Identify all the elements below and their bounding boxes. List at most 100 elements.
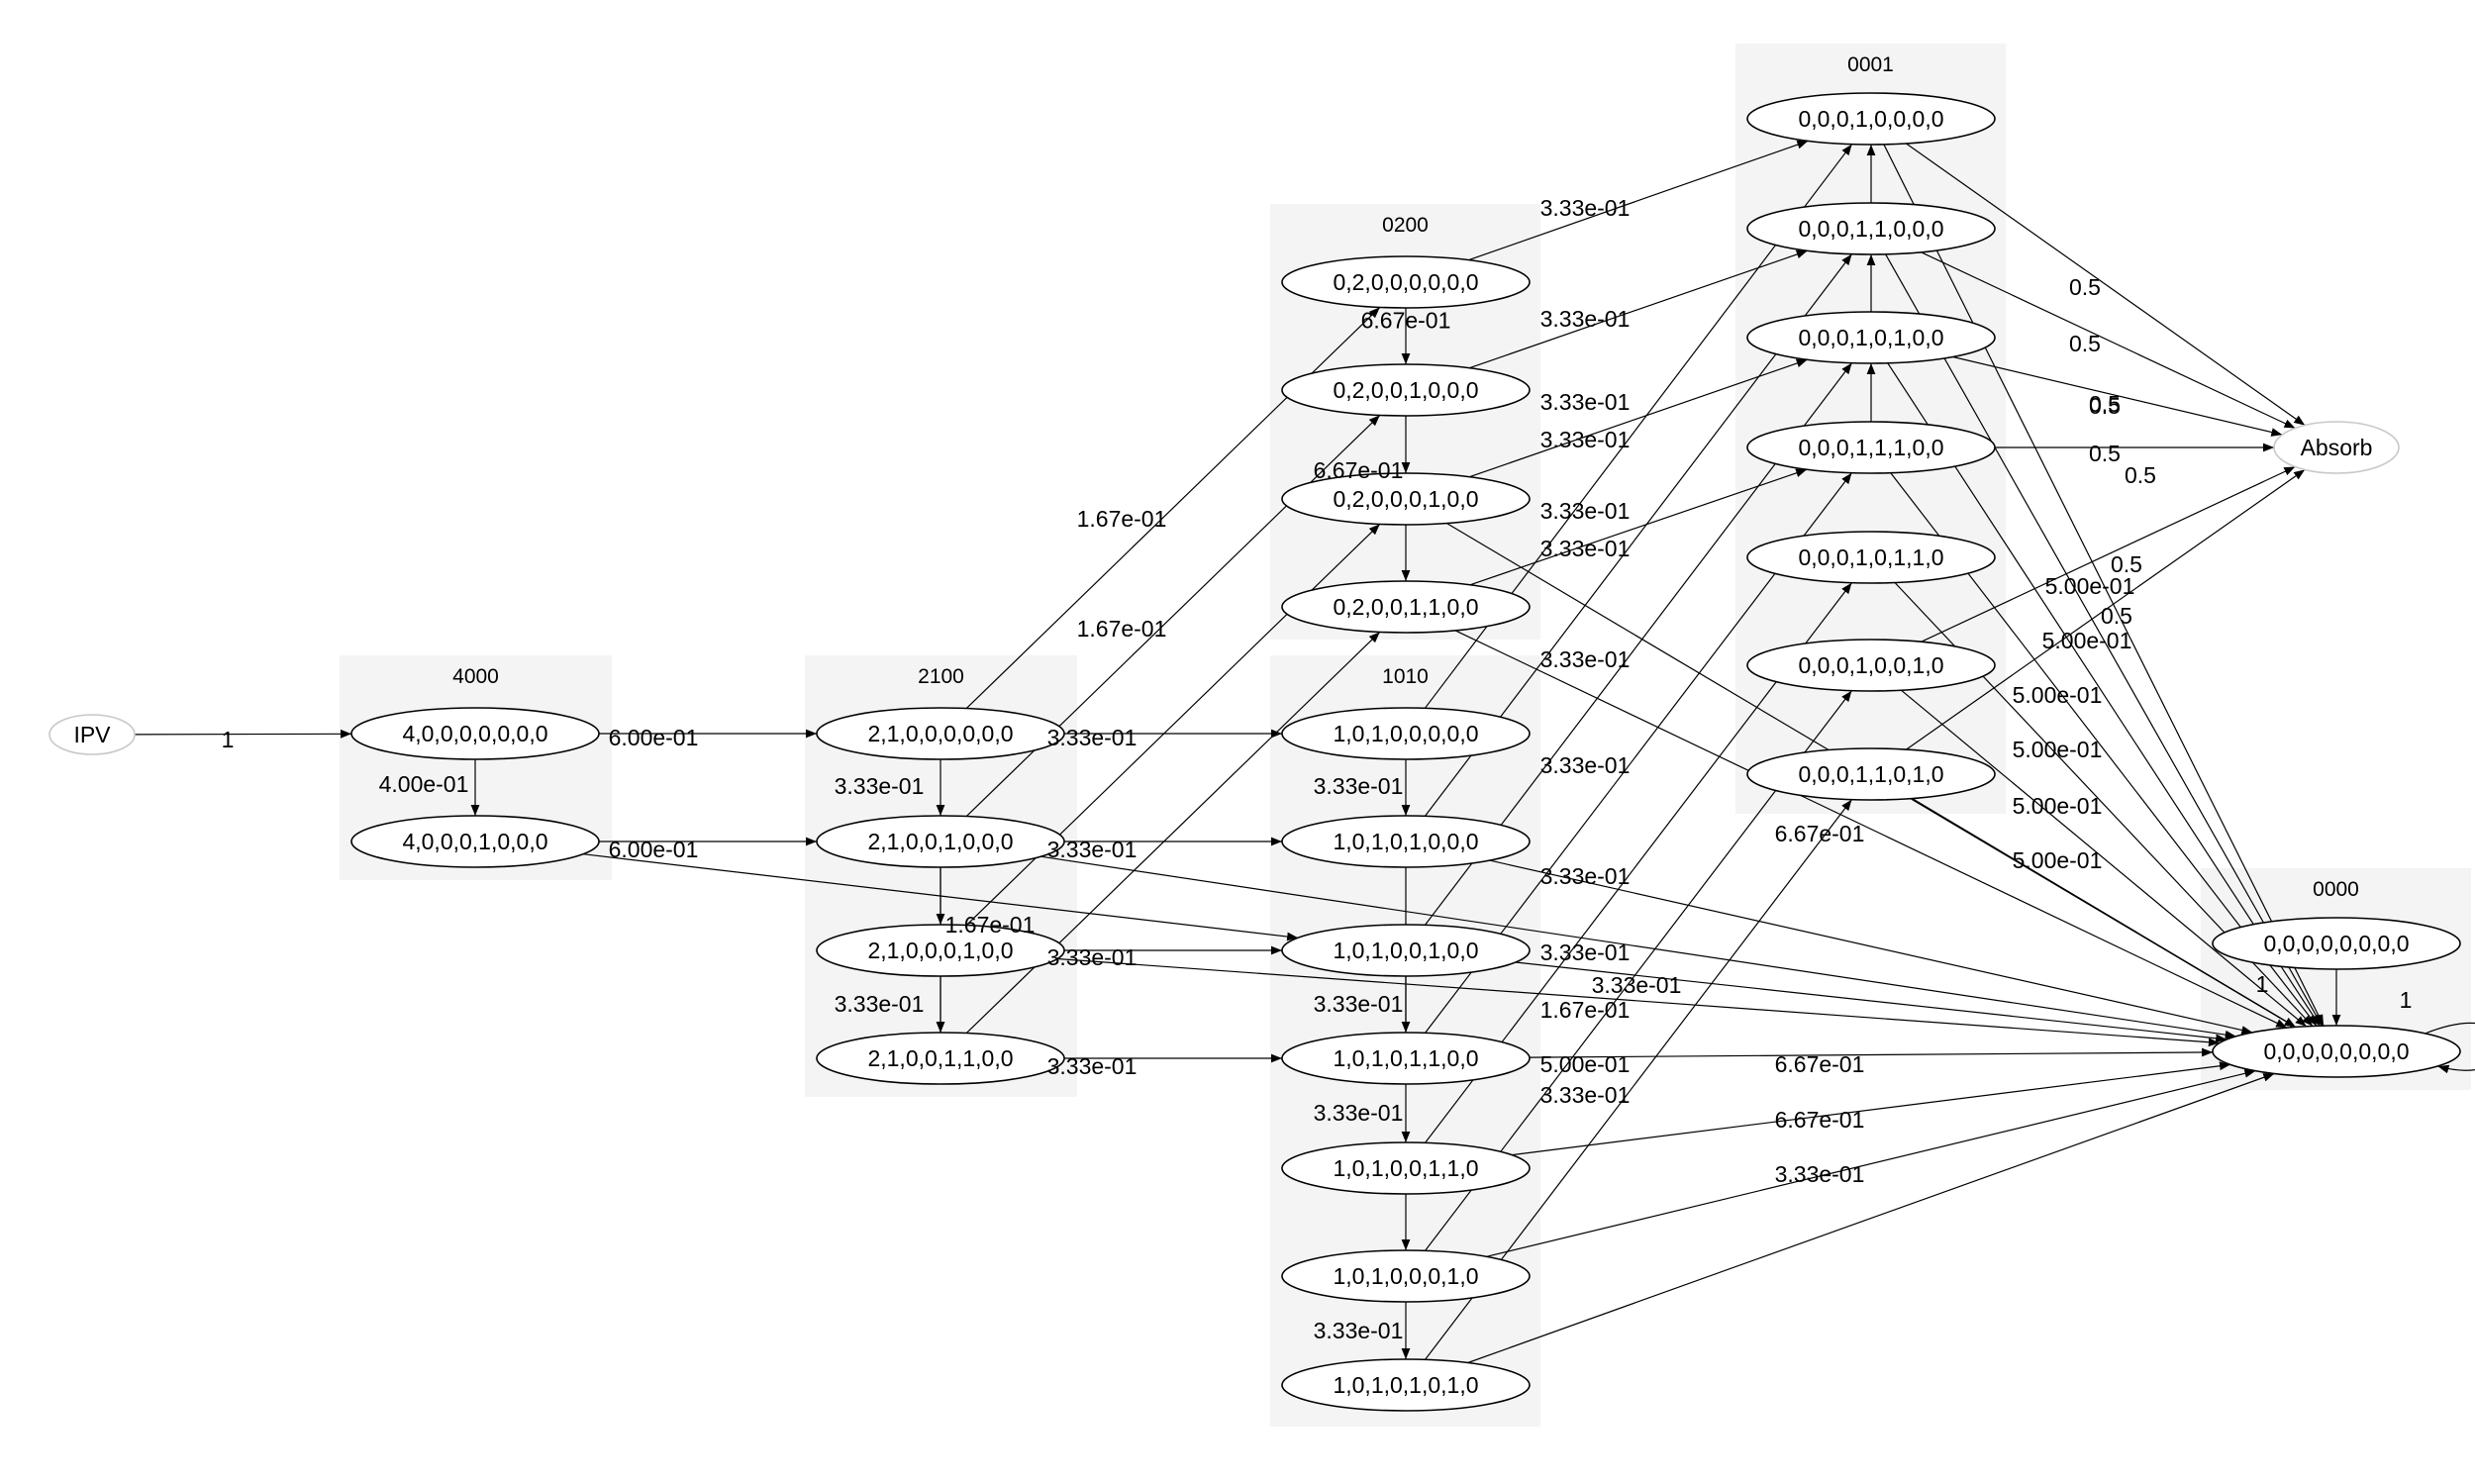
edge-probability-label: 3.33e-01 [1540,863,1631,889]
node-label: 0,0,0,1,1,1,0,0 [1798,435,1943,460]
state-node[interactable]: 2,1,0,0,0,1,0,0 [816,924,1065,977]
node-label: 0,2,0,0,0,1,0,0 [1333,486,1478,512]
state-node[interactable]: 0,0,0,1,0,1,1,0 [1746,531,1996,584]
edge-probability-label: 3.33e-01 [1314,773,1404,799]
node-ellipse [1746,639,1996,692]
edge-probability-label: 0.5 [2111,551,2142,577]
state-node[interactable]: 1,0,1,0,1,0,1,0 [1281,1358,1531,1412]
state-node[interactable]: 1,0,1,0,0,1,0,0 [1281,924,1531,977]
edge-probability-label: 3.33e-01 [1047,725,1138,750]
edge-probability-label: 6.67e-01 [1775,1107,1865,1133]
state-node[interactable]: 0,0,0,1,0,1,0,0 [1746,311,1996,364]
node-ellipse [1281,580,1531,634]
node-ellipse [816,815,1065,868]
node-ellipse [49,714,136,755]
node-ellipse [2212,1025,2461,1078]
transition-edge [1885,253,2323,1027]
state-node[interactable]: 4,0,0,0,0,0,0,0 [350,707,600,760]
node-ellipse [1746,747,1996,801]
edge-probability-label: 3.33e-01 [1540,389,1631,415]
state-node[interactable]: 2,1,0,0,0,0,0,0 [816,707,1065,760]
edge-probability-label: 5.00e-01 [2045,573,2135,599]
cluster-label: 0200 [1382,214,1429,237]
node-ellipse [1746,421,1996,474]
edge-probability-label: 6.67e-01 [1314,457,1404,483]
transition-edge [1489,859,2253,1035]
node-label: 1,0,1,0,1,0,0,0 [1333,829,1478,854]
state-node[interactable]: 0,2,0,0,0,1,0,0 [1281,472,1531,526]
node-label: 2,1,0,0,0,0,0,0 [867,721,1013,746]
state-node[interactable]: 1,0,1,0,1,0,0,0 [1281,815,1531,868]
state-node[interactable]: 1,0,1,0,0,0,1,0 [1281,1249,1531,1303]
node-label: IPV [73,722,111,747]
edge-probability-label: 3.33e-01 [1047,944,1138,970]
cluster-label: 4000 [452,665,499,688]
state-node[interactable]: 2,1,0,0,1,1,0,0 [816,1032,1065,1085]
state-node[interactable]: 1,0,1,0,0,0,0,0 [1281,707,1531,760]
state-node[interactable]: 0,0,0,0,0,0,0,0 [2212,917,2461,970]
node-ellipse [1281,707,1531,760]
node-ellipse [1746,311,1996,364]
edge-probability-label: 0.5 [2089,441,2121,466]
node-ellipse [816,1032,1065,1085]
node-ellipse [2273,421,2400,474]
edge-probability-label: 6.67e-01 [1775,821,1865,846]
node-ellipse [1746,531,1996,584]
state-node[interactable]: 1,0,1,0,0,1,1,0 [1281,1141,1531,1195]
edge-probability-label: 3.33e-01 [1540,306,1631,332]
transition-edge [1040,855,2236,1039]
node-label: 0,2,0,0,0,0,0,0 [1333,269,1478,295]
edge-probability-label: 3.33e-01 [1592,972,1682,998]
node-label: 1,0,1,0,0,0,0,0 [1333,721,1478,746]
transition-edge [1469,358,1808,478]
edge-probability-label: 4.00e-01 [379,771,469,797]
edge-probability-label: 6.00e-01 [609,837,699,862]
edge-probability-label: 0.5 [2089,391,2121,417]
transition-edge [1057,957,2220,1047]
node-label: 0,2,0,0,1,1,0,0 [1333,594,1478,620]
edge-probability-label: 1.67e-01 [1540,997,1631,1023]
edge-probability-label: 1 [222,727,235,752]
node-label: 2,1,0,0,0,1,0,0 [867,938,1013,963]
state-node[interactable]: 0,2,0,0,1,0,0,0 [1281,363,1531,417]
edge-probability-label: 3.33e-01 [1540,536,1631,561]
transition-edge [1511,1061,2231,1156]
cluster-label: 2100 [918,665,964,688]
state-node[interactable]: 0,0,0,1,1,1,0,0 [1746,421,1996,474]
state-node[interactable]: 0,2,0,0,1,1,0,0 [1281,580,1531,634]
node-label: 1,0,1,0,0,0,1,0 [1333,1263,1478,1289]
node-ellipse [1281,1358,1531,1412]
edge-probability-label: 3.33e-01 [1775,1161,1865,1187]
transition-edge [1921,465,2296,643]
state-node[interactable]: 0,0,0,0,0,0,0,0 [2212,1025,2461,1078]
node-ellipse [1281,255,1531,309]
state-node[interactable]: IPV [49,714,136,755]
state-node[interactable]: 0,0,0,1,1,0,0,0 [1746,202,1996,255]
edge-probability-label: 3.33e-01 [1540,646,1631,672]
node-label: 0,2,0,0,1,0,0,0 [1333,377,1478,403]
transition-edge [1529,1047,2214,1058]
node-label: 0,0,0,1,1,0,1,0 [1798,761,1943,787]
state-node[interactable]: 0,0,0,1,0,0,1,0 [1746,639,1996,692]
cluster-label: 0001 [1847,53,1894,76]
node-ellipse [1281,1141,1531,1195]
node-label: 1,0,1,0,1,0,1,0 [1333,1372,1478,1398]
edge-probability-label: 3.33e-01 [1047,1053,1138,1079]
edge-probability-label: 0.5 [2069,331,2101,356]
state-node[interactable]: 1,0,1,0,1,1,0,0 [1281,1032,1531,1085]
cluster-label: 1010 [1382,665,1429,688]
state-node[interactable]: Absorb [2273,421,2400,474]
node-ellipse [816,707,1065,760]
transition-edge [1952,355,2283,437]
transition-edge [1469,249,1808,369]
edge-probability-label: 1.67e-01 [945,912,1036,938]
state-node[interactable]: 2,1,0,0,1,0,0,0 [816,815,1065,868]
state-node[interactable]: 4,0,0,0,1,0,0,0 [350,815,600,868]
edge-probability-label: 3.33e-01 [1314,1318,1404,1343]
transition-edge [1921,251,2296,430]
transition-edge [134,729,352,739]
state-node[interactable]: 0,0,0,1,1,0,1,0 [1746,747,1996,801]
state-node[interactable]: 0,2,0,0,0,0,0,0 [1281,255,1531,309]
state-node[interactable]: 0,0,0,1,0,0,0,0 [1746,92,1996,146]
edge-probability-label: 5.00e-01 [2042,628,2132,653]
